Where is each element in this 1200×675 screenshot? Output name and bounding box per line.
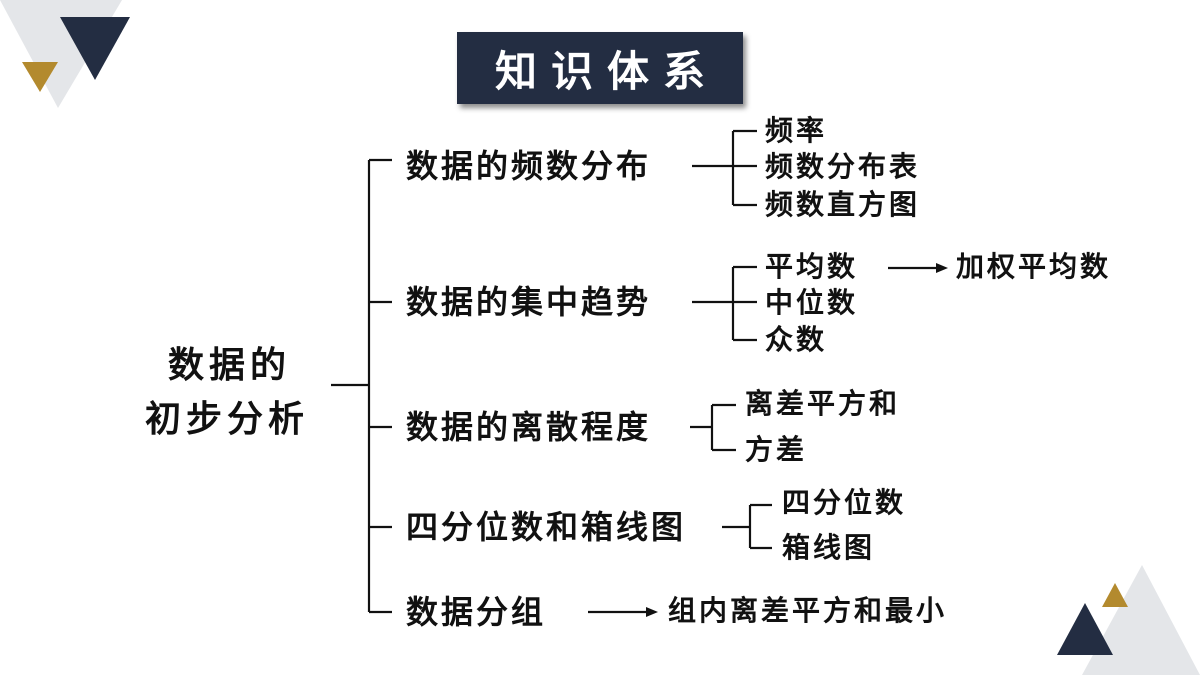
leaf-quartiles: 四分位数 bbox=[782, 486, 907, 519]
branch-frequency-distribution: 数据的频数分布 bbox=[406, 147, 652, 185]
leaf-boxplot: 箱线图 bbox=[782, 531, 876, 564]
bottom-right-gray-triangle bbox=[1082, 565, 1200, 675]
branch-dispersion: 数据的离散程度 bbox=[406, 408, 652, 446]
leaf-frequency-table: 频数分布表 bbox=[765, 150, 921, 183]
leaf-min-within-group-ss: 组内离差平方和最小 bbox=[668, 594, 948, 627]
title-banner: 知识体系 bbox=[457, 32, 743, 104]
root-line-2: 初步分析 bbox=[145, 398, 310, 440]
leaf-frequency: 频率 bbox=[765, 114, 828, 147]
branch-quartiles-boxplot: 四分位数和箱线图 bbox=[406, 508, 687, 546]
leaf-weighted-mean: 加权平均数 bbox=[956, 250, 1112, 283]
leaf-mode: 众数 bbox=[765, 323, 828, 356]
arrow-to-result-head bbox=[646, 607, 658, 617]
branch-data-grouping: 数据分组 bbox=[406, 593, 547, 631]
branch-central-tendency: 数据的集中趋势 bbox=[406, 283, 652, 321]
bottom-right-navy-triangle bbox=[1057, 603, 1113, 655]
leaf-median: 中位数 bbox=[765, 286, 859, 319]
arrow-to-weighted-mean-head bbox=[936, 263, 948, 273]
leaf-histogram: 频数直方图 bbox=[765, 188, 921, 221]
top-left-gold-triangle bbox=[22, 62, 58, 92]
leaf-mean: 平均数 bbox=[765, 250, 859, 283]
page-title: 知识体系 bbox=[494, 46, 719, 96]
bottom-right-gold-triangle bbox=[1102, 583, 1128, 607]
root-line-1: 数据的 bbox=[168, 344, 292, 386]
leaf-sum-of-squared-deviations: 离差平方和 bbox=[745, 387, 901, 420]
top-left-navy-triangle bbox=[60, 17, 130, 80]
leaf-variance: 方差 bbox=[745, 433, 808, 466]
